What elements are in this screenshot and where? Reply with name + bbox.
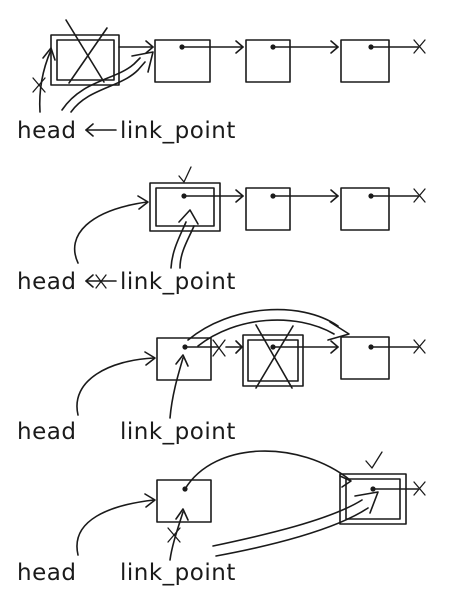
link-point-label: link_point xyxy=(120,419,236,445)
link-point-label: link_point xyxy=(120,560,236,586)
link-point-label: link_point xyxy=(120,118,236,144)
head-pointer-arrow xyxy=(76,499,155,556)
checkmark xyxy=(365,451,383,469)
link-point-arrow xyxy=(169,357,184,419)
panel-1 xyxy=(32,19,426,137)
bypass-arrow xyxy=(187,308,339,341)
panel-4 xyxy=(76,450,426,561)
node-3 xyxy=(245,39,291,83)
node-1-crossed xyxy=(50,19,120,86)
new-link-arrow xyxy=(184,450,351,490)
head-label: head xyxy=(17,560,77,586)
node-3-crossed xyxy=(242,324,304,389)
node-2 xyxy=(156,479,212,523)
head-pointer-arrow xyxy=(73,201,148,264)
node-2-highlighted xyxy=(149,166,221,232)
checkmark xyxy=(178,166,192,183)
node-2 xyxy=(154,39,211,83)
node-4 xyxy=(340,187,390,231)
link-point-label: link_point xyxy=(120,269,236,295)
head-pointer-arrow xyxy=(76,357,155,416)
node-2 xyxy=(156,337,212,381)
node-3 xyxy=(245,187,291,231)
panel-3 xyxy=(76,308,426,419)
head-label: head xyxy=(17,118,77,144)
node-4 xyxy=(340,39,390,83)
head-pointer-arrow xyxy=(38,49,52,113)
head-label: head xyxy=(17,419,77,445)
head-label: head xyxy=(17,269,77,295)
link-point-arrow xyxy=(70,61,146,113)
node-4-highlighted xyxy=(339,451,407,525)
link-point-arrow xyxy=(212,499,363,547)
panel-2 xyxy=(73,166,426,289)
cross-out-mark xyxy=(65,19,105,83)
node-4 xyxy=(340,336,390,380)
link-point-arrow xyxy=(170,221,187,269)
